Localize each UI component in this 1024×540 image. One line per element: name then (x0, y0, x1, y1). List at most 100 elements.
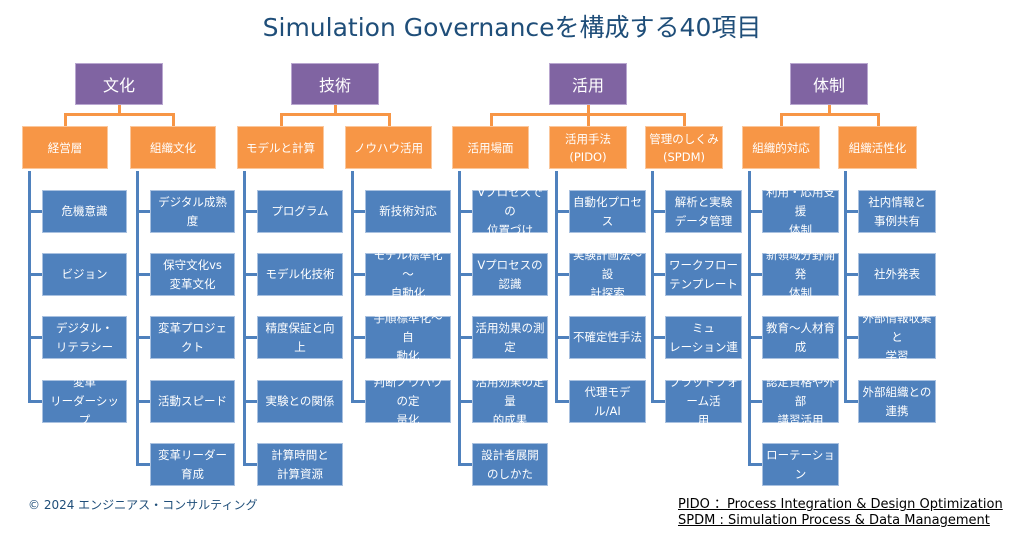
subcategory-box: 管理のしくみ (SPDM) (645, 126, 723, 169)
connector (458, 273, 472, 276)
connector (351, 400, 365, 403)
item-box: Vプロセスでの 位置づけ (472, 185, 548, 237)
connector (28, 171, 31, 402)
item-box: 変革プロジェクト (150, 316, 235, 359)
item-box: 活用効果の測定 (472, 316, 548, 359)
connector (748, 171, 751, 465)
item-box: 活用効果の定量 的成果 (472, 375, 548, 427)
connector (351, 273, 365, 276)
subcategory-box: モデルと計算 (237, 126, 324, 169)
item-box: 危機意識 (42, 190, 127, 233)
connector (136, 400, 150, 403)
connector (844, 210, 858, 213)
item-box: 代理モデル/AI (569, 380, 646, 423)
connector (587, 113, 590, 126)
category-box: 活用 (549, 63, 627, 105)
connector (555, 273, 569, 276)
connector (844, 336, 858, 339)
connector (243, 210, 257, 213)
connector (387, 113, 391, 126)
connector (243, 171, 246, 465)
subcategory-box: 活用場面 (452, 126, 529, 169)
connector (28, 336, 42, 339)
item-box: 不確定性手法 (569, 316, 646, 359)
category-box: 体制 (790, 63, 868, 105)
connector (351, 210, 365, 213)
connector (136, 210, 150, 213)
connector (136, 273, 150, 276)
connector (458, 336, 472, 339)
item-box: プログラム (257, 190, 343, 233)
connector (748, 210, 762, 213)
connector (555, 210, 569, 213)
item-box: 社内情報と 事例共有 (858, 190, 936, 233)
connector (781, 113, 878, 116)
item-box: ワークフロー テンプレート (665, 253, 742, 296)
item-box: 外部組織との 連携 (858, 380, 936, 423)
connector (828, 105, 831, 114)
item-box: デジタル・ リテラシー (42, 316, 127, 359)
connector (555, 400, 569, 403)
subcategory-box: 組織的対応 (742, 126, 820, 169)
connector (279, 113, 283, 126)
item-box: 精度保証と向上 (257, 316, 343, 359)
category-box: 技術 (291, 63, 379, 105)
connector (351, 171, 354, 402)
item-box: 自動化プロセス (569, 190, 646, 233)
connector (876, 113, 880, 126)
copyright: © 2024 エンジニアス・コンサルティング (28, 498, 258, 512)
subcategory-box: ノウハウ活用 (345, 126, 432, 169)
item-box: 活動スピード (150, 380, 235, 423)
subcategory-box: 活用手法 (PIDO) (549, 126, 627, 169)
connector (651, 273, 665, 276)
item-box: 設計者展開 のしかた (472, 443, 548, 486)
subcategory-box: 組織活性化 (838, 126, 917, 169)
connector (458, 171, 461, 465)
item-box: ビジョン (42, 253, 127, 296)
connector (458, 463, 472, 466)
connector (136, 336, 150, 339)
item-box: 新技術対応 (365, 190, 451, 233)
connector (28, 273, 42, 276)
item-box: モデル化技術 (257, 253, 343, 296)
connector (651, 171, 654, 402)
item-box: 要求管理とシミュ レーション連携 (665, 302, 742, 373)
connector (64, 113, 67, 126)
connector (243, 336, 257, 339)
connector (844, 400, 858, 403)
page-title: Simulation Governanceを構成する40項目 (262, 13, 762, 42)
connector (334, 105, 337, 114)
item-box: 計算時間と 計算資源 (257, 443, 343, 486)
connector (651, 210, 665, 213)
connector (136, 463, 150, 466)
item-box: 認定資格や外部 講習活用 (762, 375, 839, 427)
connector (555, 336, 569, 339)
item-box: モデル標準化～ 自動化 (365, 248, 451, 300)
item-box: 新領域分野開発 体制 (762, 248, 839, 300)
connector (748, 463, 762, 466)
item-box: 手順標準化～自 動化 (365, 311, 451, 363)
connector (243, 463, 257, 466)
connector (172, 113, 175, 126)
connector (280, 113, 389, 116)
item-box: 実験との関係 (257, 380, 343, 423)
connector (748, 400, 762, 403)
connector (243, 273, 257, 276)
connector (683, 113, 686, 126)
connector (28, 400, 42, 403)
item-box: 社外発表 (858, 253, 936, 296)
item-box: 教育～人材育成 (762, 316, 839, 359)
connector (65, 113, 173, 116)
item-box: 利用・応用支援 体制 (762, 185, 839, 237)
connector (651, 336, 665, 339)
item-box: デジタル成熟度 (150, 190, 235, 233)
connector (844, 273, 858, 276)
item-box: プラットフォーム活 用 (665, 375, 742, 427)
connector (748, 273, 762, 276)
connector (243, 400, 257, 403)
connector (136, 171, 139, 465)
subcategory-box: 経営層 (22, 126, 108, 169)
connector (844, 171, 847, 402)
connector (458, 400, 472, 403)
item-box: 変革リーダー育成 (150, 443, 235, 486)
